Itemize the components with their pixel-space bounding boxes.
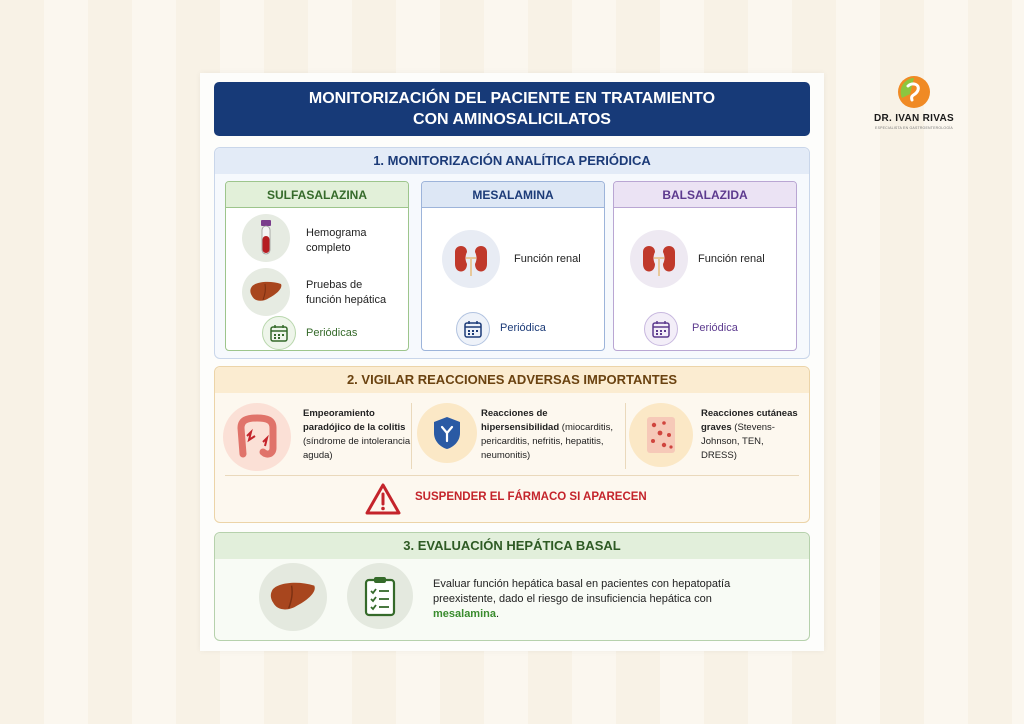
divider — [625, 403, 626, 469]
reaction-colitis-detail: (síndrome de intolerancia aguda) — [303, 436, 411, 461]
page-title: MONITORIZACIÓN DEL PACIENTE EN TRATAMIEN… — [214, 82, 810, 136]
reaction-hypersensitivity: Reacciones de hipersensibilidad (miocard… — [481, 407, 625, 463]
baseline-liver-text: Evaluar función hepática basal en pacien… — [433, 577, 773, 622]
baseline-liver-text-main: Evaluar función hepática basal en pacien… — [433, 578, 731, 605]
calendar-icon — [262, 316, 296, 350]
warning-message: SUSPENDER EL FÁRMACO SI APARECEN — [415, 491, 647, 503]
highlight-mesalamina: mesalamina — [433, 608, 496, 620]
section-baseline-liver: 3. EVALUACIÓN HEPÁTICA BASAL Evaluar fun… — [214, 532, 810, 641]
logo-icon — [898, 76, 930, 108]
reaction-colitis-title: Empeoramiento paradójico de la colitis — [303, 408, 406, 433]
item-hemograma: Hemograma completo — [306, 227, 367, 254]
baseline-liver-text-end: . — [495, 608, 500, 620]
liver-icon — [242, 268, 290, 316]
frequency-sulfasalazina: Periódicas — [306, 327, 358, 339]
drug-name-sulfasalazina: SULFASALAZINA — [226, 182, 408, 208]
reaction-skin-title: Reacciones cutáneas graves — [701, 408, 798, 433]
liver-icon — [259, 563, 327, 631]
reaction-colitis: Empeoramiento paradójico de la colitis (… — [303, 407, 413, 463]
item-funcion-renal-balsalazida: Función renal — [698, 253, 765, 265]
logo-name: DR. IVAN RIVAS — [874, 113, 954, 124]
drug-card-balsalazida: BALSALAZIDA Función renal — [613, 181, 797, 351]
shield-antibody-icon — [417, 403, 477, 463]
clipboard-checklist-icon — [347, 563, 413, 629]
calendar-icon — [456, 312, 490, 346]
divider — [411, 403, 412, 469]
kidney-icon — [630, 230, 688, 288]
drug-name-balsalazida: BALSALAZIDA — [614, 182, 796, 208]
kidney-icon — [442, 230, 500, 288]
title-line-1: MONITORIZACIÓN DEL PACIENTE EN TRATAMIEN… — [308, 90, 716, 107]
reaction-skin-detail: (Stevens-Johnson, TEN, DRESS) — [701, 422, 775, 461]
infographic-card: MONITORIZACIÓN DEL PACIENTE EN TRATAMIEN… — [200, 73, 824, 651]
section-lab-monitoring: 1. MONITORIZACIÓN ANALÍTICA PERIÓDICA SU… — [214, 147, 810, 359]
drug-name-mesalamina: MESALAMINA — [422, 182, 604, 208]
drug-card-mesalamina: MESALAMINA Función renal — [421, 181, 605, 351]
reaction-hypersensitivity-title: Reacciones de hipersensibilidad — [481, 408, 560, 433]
blood-tube-icon — [242, 214, 290, 262]
item-funcion-hepatica: Pruebas de función hepática — [306, 279, 387, 306]
reaction-hypersensitivity-detail: (miocarditis, pericarditis, nefritis, he… — [481, 422, 613, 461]
section-2-heading: 2. VIGILAR REACCIONES ADVERSAS IMPORTANT… — [215, 367, 809, 393]
reaction-skin: Reacciones cutáneas graves (Stevens-John… — [701, 407, 801, 463]
skin-rash-icon — [629, 403, 693, 467]
section-3-heading: 3. EVALUACIÓN HEPÁTICA BASAL — [215, 533, 809, 559]
item-funcion-renal-mesalamina: Función renal — [514, 253, 581, 265]
logo-tagline: ESPECIALISTA EN GASTROENTEROLOGÍA — [875, 126, 953, 130]
warning-icon — [365, 483, 401, 515]
colon-icon — [223, 403, 291, 471]
frequency-mesalamina: Periódica — [500, 322, 546, 334]
title-line-2: CON AMINOSALICILATOS — [413, 111, 611, 128]
drug-card-sulfasalazina: SULFASALAZINA Hemograma completo Pruebas… — [225, 181, 409, 351]
brand-logo: DR. IVAN RIVAS ESPECIALISTA EN GASTROENT… — [868, 74, 960, 132]
calendar-icon — [644, 312, 678, 346]
section-1-heading: 1. MONITORIZACIÓN ANALÍTICA PERIÓDICA — [215, 148, 809, 174]
section-adverse-reactions: 2. VIGILAR REACCIONES ADVERSAS IMPORTANT… — [214, 366, 810, 523]
frequency-balsalazida: Periódica — [692, 322, 738, 334]
divider — [225, 475, 799, 476]
